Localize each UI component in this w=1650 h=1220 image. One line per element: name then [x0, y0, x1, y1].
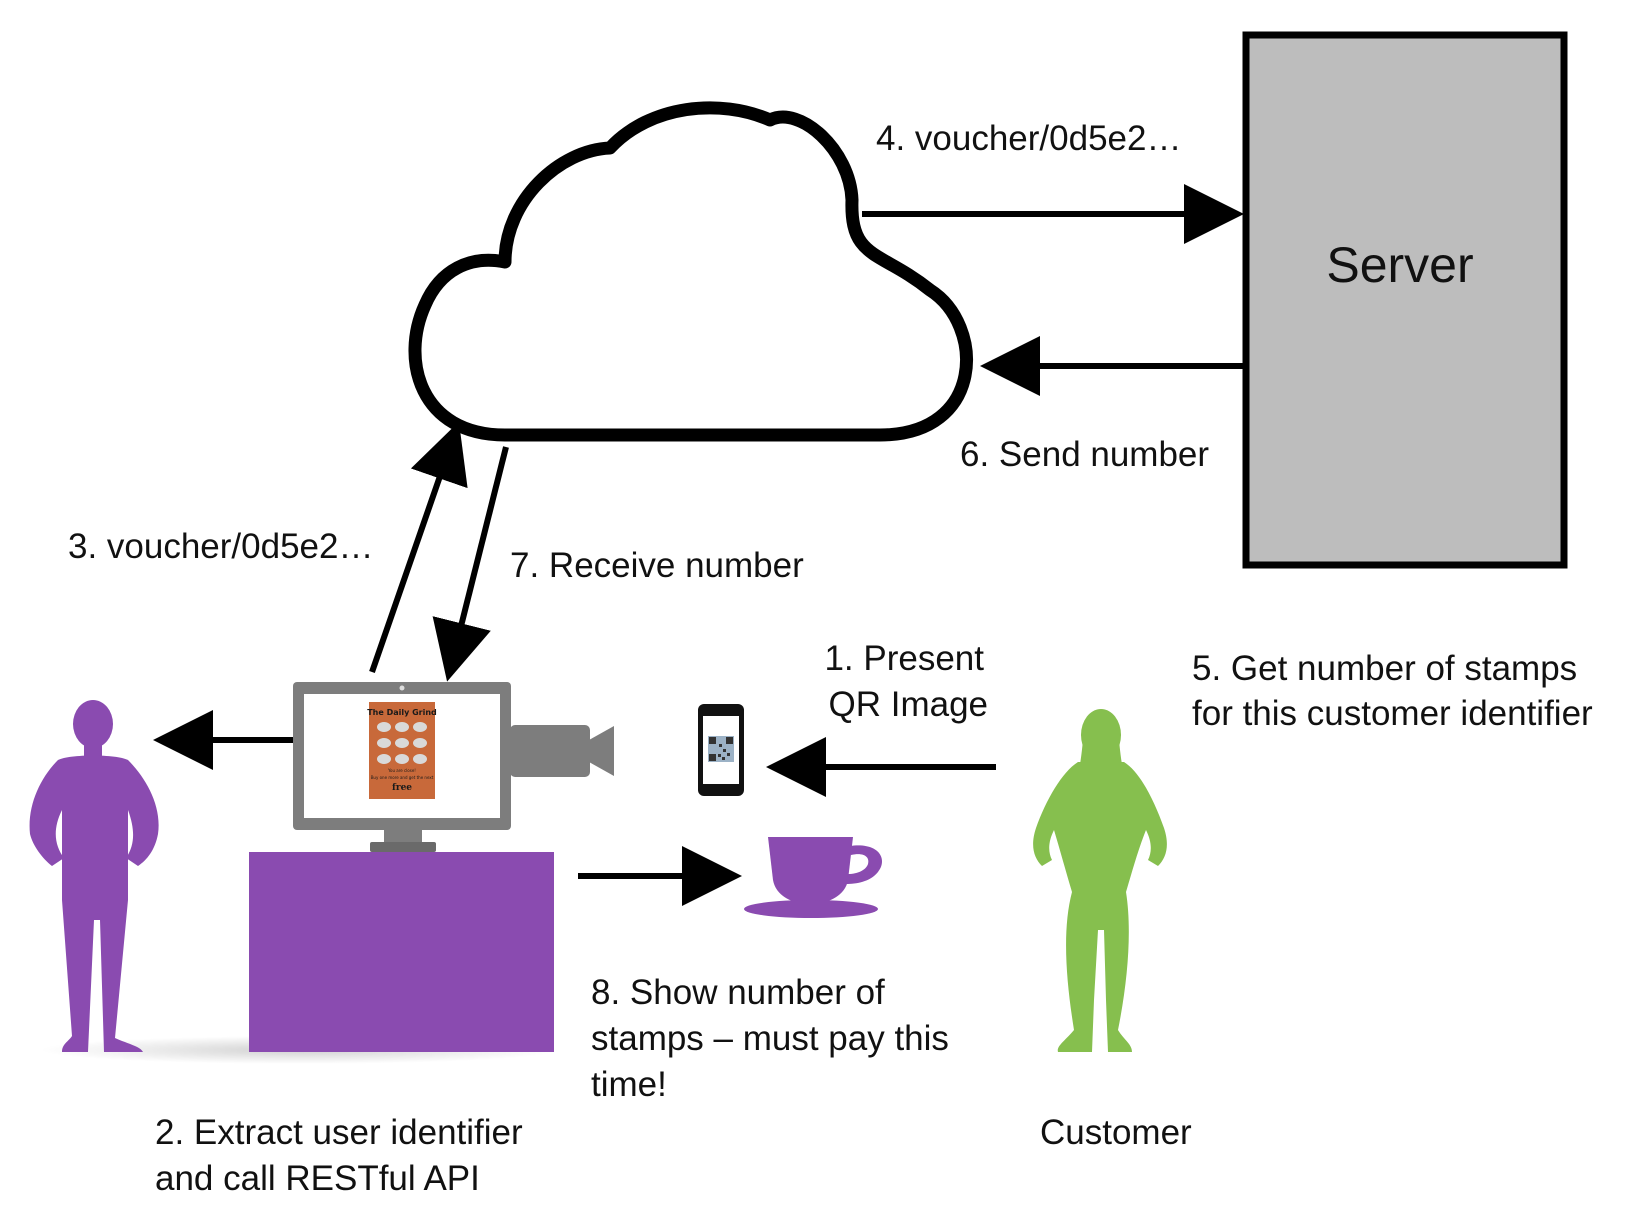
step5-label-line2: for this customer identifier: [1192, 694, 1593, 733]
poster-line1: You are close!: [387, 768, 416, 773]
counter-block: [249, 852, 554, 1052]
step2-label-line2: and call RESTful API: [155, 1159, 480, 1198]
qr-code-icon: [708, 736, 734, 762]
smartphone-icon: [698, 704, 744, 796]
video-camera-icon: [510, 725, 614, 777]
customer-silhouette: [1033, 709, 1167, 1052]
poster-line2: Buy one more and get the next: [371, 775, 434, 780]
step1-label-line2: QR Image: [829, 685, 989, 724]
coffee-cup-icon: [744, 837, 883, 918]
barista-silhouette: [29, 700, 159, 1052]
step3-label: 3. voucher/0d5e2…: [68, 527, 373, 566]
customer-label: Customer: [1040, 1113, 1192, 1152]
step7-label: 7. Receive number: [510, 546, 804, 585]
step6-label: 6. Send number: [960, 435, 1209, 474]
cloud-icon: [408, 101, 973, 442]
step8-label-line1: 8. Show number of: [591, 973, 885, 1012]
voucher-poster: The Daily Grind You are close! Buy one m…: [367, 702, 437, 799]
step5-label-line1: 5. Get number of stamps: [1192, 649, 1577, 688]
stamp-cups: [377, 722, 427, 764]
step8-label-line2: stamps – must pay this: [591, 1019, 949, 1058]
step8-label-line3: time!: [591, 1065, 667, 1104]
step2-label-line1: 2. Extract user identifier: [155, 1113, 523, 1152]
poster-title: The Daily Grind: [367, 708, 437, 717]
server-label: Server: [1326, 237, 1473, 293]
step1-label-line1: 1. Present: [824, 639, 984, 678]
server-box: [1242, 31, 1568, 569]
step4-label: 4. voucher/0d5e2…: [876, 119, 1181, 158]
arrow-step3: [369, 421, 468, 673]
poster-free: free: [392, 783, 412, 793]
arrow-step7: [432, 446, 509, 682]
